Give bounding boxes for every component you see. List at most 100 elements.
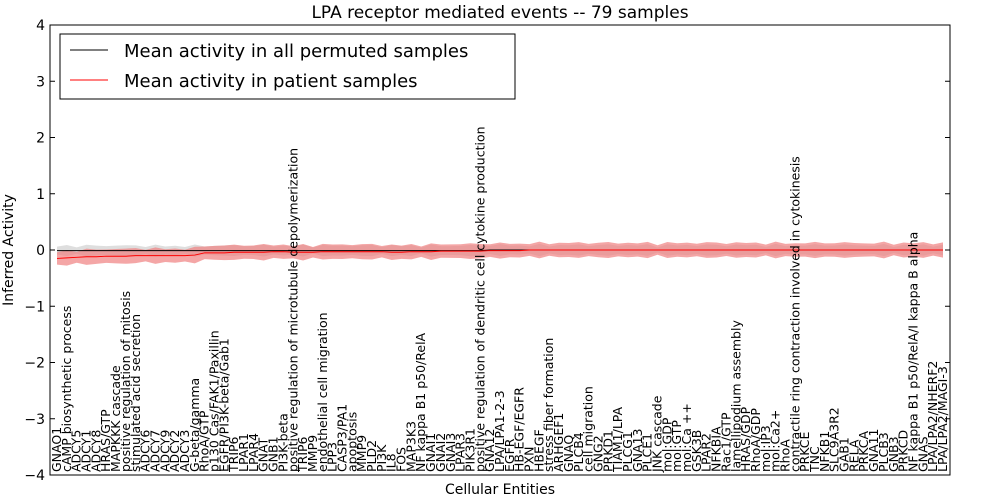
x-tick-label: MMP9 (354, 435, 369, 472)
x-tick-label: ADCY5 (69, 430, 84, 472)
x-tick-label: LPAR1 (236, 433, 251, 472)
x-tick-label: HRAS/GDP (738, 406, 753, 472)
x-axis-label: Cellular Entities (445, 482, 555, 498)
x-tick-label: GNAI1 (423, 433, 438, 472)
x-tick-label: mol:Ca ++ (679, 403, 694, 472)
y-tick-label: −2 (24, 356, 45, 372)
x-tick-label: GNA12 (482, 429, 497, 473)
x-tick-label: PLCB3 (876, 432, 891, 472)
y-tick-label: −3 (24, 412, 45, 428)
x-tick-label: LPA/LPA1-2-3 (492, 390, 507, 472)
x-tick-label: RELA (846, 439, 861, 472)
legend: Mean activity in all permuted samples Me… (59, 33, 516, 100)
x-tick-label: NFKB1 (817, 431, 832, 472)
x-tick-label: IL8 (384, 453, 399, 472)
x-tick-label: LPAR4 (246, 433, 261, 472)
x-tick-label: JNK cascade (650, 395, 665, 473)
error-bands (57, 241, 943, 266)
x-tick-label: GNAT (256, 437, 271, 472)
x-tick-label: apoptosis (344, 412, 359, 472)
x-tick-label: GNAQ (561, 435, 576, 472)
x-tick-label: LPAR3 (453, 433, 468, 472)
x-tick-label: ADCY9 (157, 430, 172, 472)
x-tick-label: ADCY8 (88, 430, 103, 472)
x-tick-label: LPA/LPA2/NHERF2 (925, 361, 940, 472)
x-tick-label: ADCY7 (147, 430, 162, 472)
x-tick-label: GNAS (915, 436, 930, 472)
x-tick-label: Rac1/GTP (718, 412, 733, 472)
x-tick-label: PLCB4 (571, 432, 586, 472)
x-tick-label: PRKCE (797, 432, 812, 472)
x-tick-label: GNB3 (886, 436, 901, 472)
x-tick-label: TRIP6 (295, 436, 310, 473)
legend-box (59, 33, 516, 100)
x-tick-label: p130 Cas/FAK1/Paxillin (207, 330, 222, 472)
x-tick-label: lamellipodium assembly (728, 320, 743, 472)
x-tick-label: mol:GTP (669, 420, 684, 472)
x-tick-label: HRAS/GTP (98, 409, 113, 472)
x-tick-label: contractile ring contraction involved in… (787, 156, 802, 472)
x-tick-label: PRKD1 (600, 430, 615, 472)
x-tick-label: TIAM1/LPA (610, 406, 625, 473)
y-tick-label: 0 (36, 243, 45, 259)
x-tick-label: GAB1 (837, 437, 852, 472)
x-tick-label: mol:IP3 (758, 425, 773, 472)
patient-band (57, 241, 943, 266)
x-tick-label: mol:GDP (659, 417, 674, 472)
x-tick-label: PXN (522, 447, 537, 472)
x-tick-label: LPA/LPA2/MAGI-3 (935, 366, 950, 472)
plot-frame (49, 24, 951, 476)
x-tick-label: cAMP biosynthetic process (59, 306, 74, 472)
y-tick-label: 1 (36, 187, 45, 203)
x-tick-label: GNA11 (866, 429, 881, 473)
y-axis-label: Inferred Activity (1, 194, 17, 306)
x-tick-label: PIK3R1 (463, 428, 478, 472)
patient-mean-line (56, 249, 943, 259)
x-tick-label: PLD2 (364, 440, 379, 472)
x-tick-label: cell migration (581, 386, 596, 472)
x-tick-label: PRKCD (896, 430, 911, 472)
x-tick-label: GNAI3 (443, 433, 458, 472)
chart-title: LPA receptor mediated events -- 79 sampl… (311, 3, 688, 23)
x-tick-label: positive regulation of mitosis (118, 291, 133, 472)
x-tick-label: stress fiber formation (541, 338, 556, 472)
x-tick-label: RhoA (778, 439, 793, 472)
x-tick-label: NFKBIA (709, 426, 724, 472)
x-tick-label: HBEGF (531, 429, 546, 472)
x-tick-label: positive regulation of dendritic cell cy… (472, 126, 487, 472)
y-tick-label: 3 (36, 74, 45, 90)
x-tick-label: PRKCA (856, 431, 871, 472)
x-tick-label: EGFR (502, 438, 517, 472)
x-tick-label: MAPKKK cascade (108, 365, 123, 472)
series-lines (56, 249, 943, 259)
x-tick-label: PI3K-beta (275, 413, 290, 472)
x-tick-label: ADCY3 (177, 430, 192, 472)
x-tick-label: LPP3 (325, 442, 340, 472)
x-tick-label: MAP3K3 (403, 421, 418, 472)
x-tick-label: NF kappa B1 p50/RelA/I kappa B alpha (906, 232, 921, 472)
x-tick-label: ADCY1 (79, 430, 94, 472)
x-tick-label: TRIP6 (226, 436, 241, 473)
x-tick-label: GNB1 (266, 436, 281, 472)
x-tick-label: mol:Ca2+ (768, 410, 783, 472)
x-tick-label: GNA13 (630, 429, 645, 473)
legend-label-permuted: Mean activity in all permuted samples (124, 41, 468, 62)
x-tick-label: MMP9 (305, 435, 320, 472)
x-tick-label: positive regulation of microtubule depol… (285, 148, 300, 472)
x-tick-label: endothelial cell migration (315, 312, 330, 472)
x-tick-label: PLCG1 (620, 431, 635, 472)
x-tick-label: HB-EGF/EGFR (512, 387, 527, 472)
x-tick-label: RhoA/GTP (197, 410, 212, 472)
x-tick-label: ADCY6 (138, 430, 153, 472)
x-tick-label: FOS (394, 447, 409, 472)
x-tick-label: NF kappa B1 p50/RelA (413, 332, 428, 472)
legend-label-patient: Mean activity in patient samples (124, 71, 418, 92)
x-tick-label: CASP3/PA1 (335, 404, 350, 472)
y-tick-label: −4 (24, 468, 45, 484)
x-tick-label: GNAI2 (433, 433, 448, 472)
x-tick-label: GNAO1 (49, 427, 64, 472)
x-tick-label: EGFR/PI3K-beta/Gab1 (216, 338, 231, 472)
